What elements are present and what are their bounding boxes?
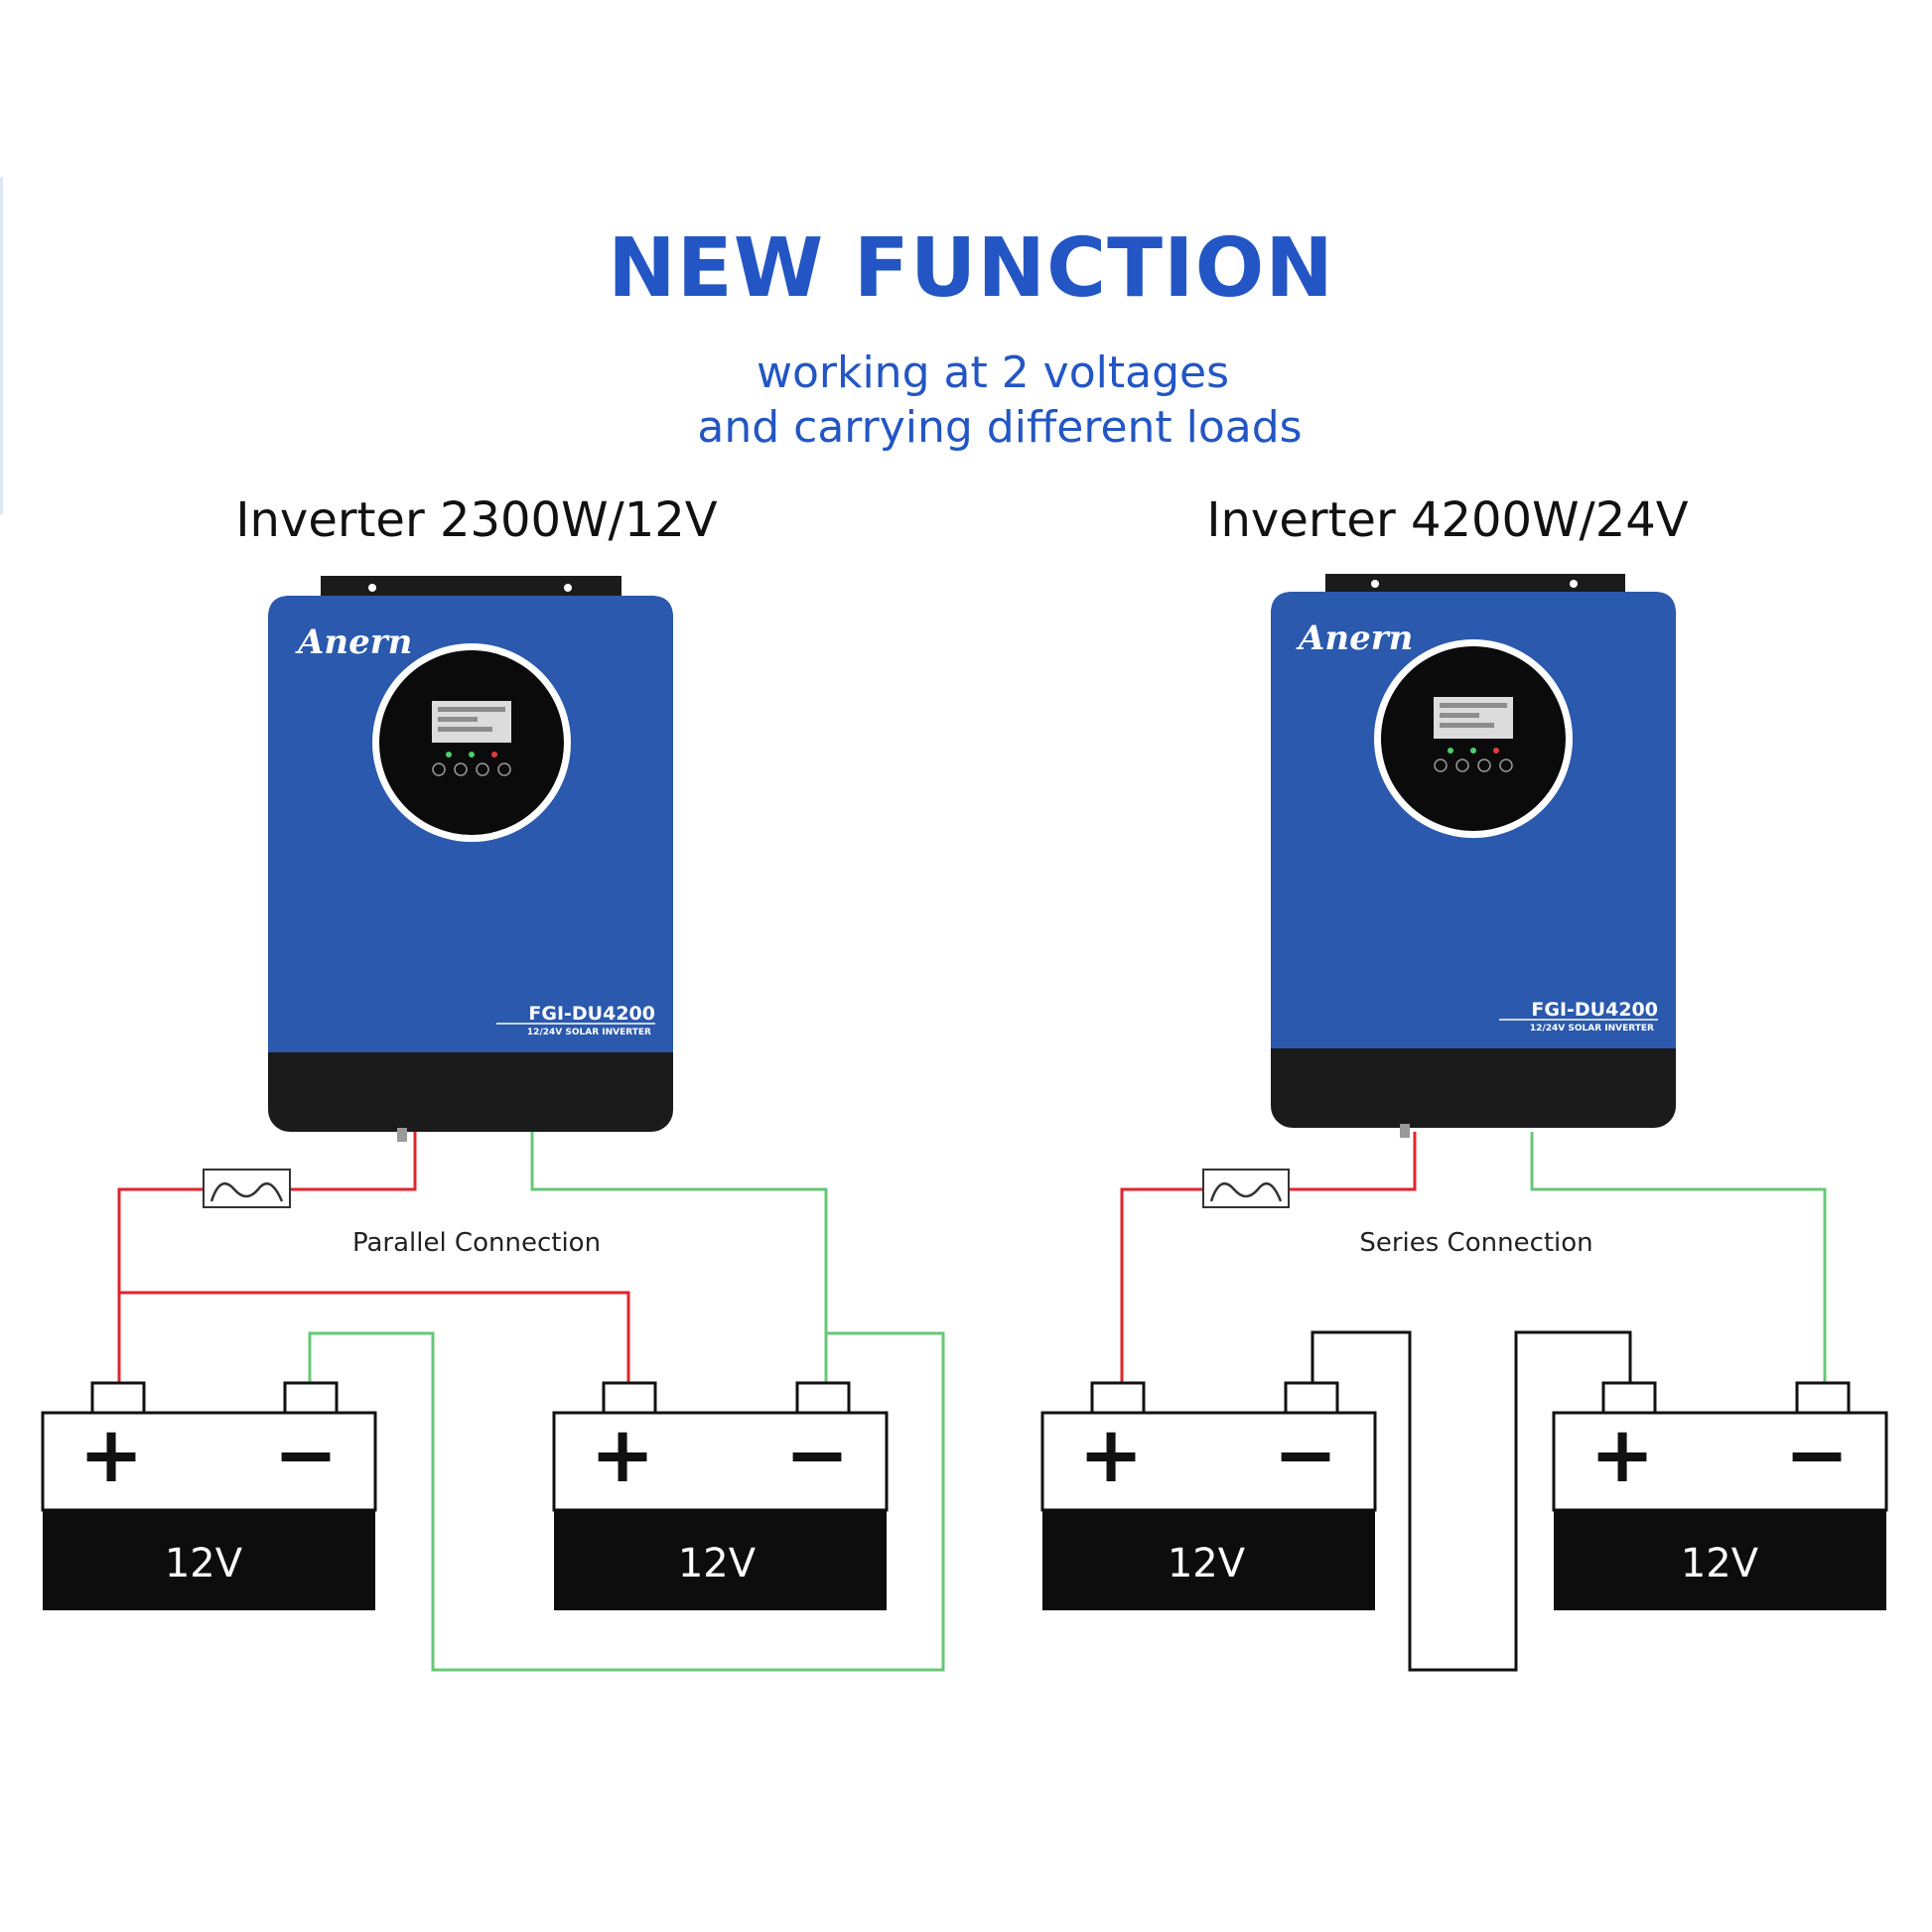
- mount-hole: [1371, 580, 1379, 588]
- main-title: NEW FUNCTION: [608, 221, 1334, 316]
- parallel-connection-label: Parallel Connection: [352, 1228, 601, 1258]
- terminal-connector: [397, 1128, 407, 1142]
- battery-voltage: 12V: [1681, 1541, 1759, 1587]
- mount-hole: [368, 584, 376, 592]
- control-button-icon[interactable]: [454, 762, 468, 776]
- battery-body: [1554, 1509, 1886, 1610]
- battery-top: [1552, 1411, 1888, 1512]
- plus-symbol: +: [590, 1411, 654, 1500]
- control-button-icon[interactable]: [1477, 759, 1491, 772]
- led-indicator: [1470, 748, 1476, 754]
- battery-r2: + − 12V: [1552, 1381, 1888, 1610]
- battery-top: [1040, 1411, 1377, 1512]
- plus-symbol: +: [1078, 1411, 1143, 1500]
- battery-top: [552, 1411, 889, 1512]
- led-indicator: [1493, 748, 1499, 754]
- positive-wire: [1289, 1132, 1417, 1191]
- series-link-wire: [1311, 1330, 1632, 1672]
- battery-negative-terminal: [795, 1381, 851, 1417]
- lcd-segment: [1440, 723, 1494, 728]
- model-name: FGI-DU4200: [1531, 999, 1658, 1021]
- fuse-icon: [1202, 1169, 1290, 1208]
- battery-negative-terminal: [1795, 1381, 1851, 1417]
- positive-wire: [1120, 1187, 1203, 1385]
- negative-wire: [308, 1331, 945, 1672]
- battery-r1: + − 12V: [1040, 1381, 1377, 1610]
- subtitle-line-1: working at 2 voltages: [757, 347, 1229, 398]
- lcd-segment: [438, 717, 478, 722]
- lcd-segment: [438, 707, 505, 712]
- control-button-icon[interactable]: [1434, 759, 1448, 772]
- positive-wire: [119, 1291, 630, 1385]
- led-indicator: [491, 752, 497, 758]
- negative-wire: [530, 1132, 828, 1385]
- minus-symbol: −: [1273, 1411, 1337, 1500]
- mounting-bracket: [1325, 574, 1625, 596]
- model-name: FGI-DU4200: [528, 1003, 655, 1025]
- positive-wire: [290, 1132, 417, 1191]
- control-button-icon[interactable]: [432, 762, 446, 776]
- inverter-2-heading: Inverter 4200W/24V: [1206, 492, 1688, 548]
- minus-symbol: −: [1784, 1411, 1849, 1500]
- fuse-icon: [203, 1169, 291, 1208]
- control-button-icon[interactable]: [1499, 759, 1513, 772]
- series-wiring: [1120, 1132, 1827, 1672]
- plus-symbol: +: [1589, 1411, 1654, 1500]
- battery-voltage: 12V: [1168, 1541, 1246, 1587]
- minus-symbol: −: [273, 1411, 338, 1500]
- lcd-segment: [438, 727, 492, 732]
- mount-hole: [1570, 580, 1578, 588]
- control-button-icon[interactable]: [1455, 759, 1469, 772]
- subtitle-line-2: and carrying different loads: [697, 402, 1302, 453]
- led-indicator: [469, 752, 475, 758]
- plus-symbol: +: [78, 1411, 143, 1500]
- negative-wire: [1530, 1132, 1827, 1385]
- model-subtitle: 12/24V SOLAR INVERTER: [1530, 1024, 1654, 1034]
- control-button-icon[interactable]: [476, 762, 489, 776]
- battery-body: [1042, 1509, 1375, 1610]
- battery-l1: + − 12V: [41, 1381, 377, 1610]
- lcd-segment: [1440, 703, 1507, 708]
- battery-voltage: 12V: [165, 1541, 243, 1587]
- edge-strip: [0, 177, 3, 514]
- led-indicator: [1448, 748, 1453, 754]
- control-button-icon[interactable]: [497, 762, 511, 776]
- model-subtitle: 12/24V SOLAR INVERTER: [527, 1028, 651, 1037]
- brand-logo: Anern: [295, 622, 412, 662]
- terminal-connector: [1400, 1124, 1410, 1138]
- minus-symbol: −: [784, 1411, 849, 1500]
- mounting-bracket: [321, 576, 621, 598]
- led-indicator: [446, 752, 452, 758]
- mount-hole: [564, 584, 572, 592]
- lcd-segment: [1440, 713, 1479, 718]
- positive-wire: [117, 1187, 204, 1385]
- battery-body: [43, 1509, 375, 1610]
- parallel-wiring: [117, 1132, 945, 1672]
- battery-body: [554, 1509, 887, 1610]
- inverter-2: Anern FGI-DU4200 12/24V SOLAR INVERTER: [1271, 574, 1676, 1138]
- series-connection-label: Series Connection: [1359, 1228, 1592, 1258]
- battery-l2: + − 12V: [552, 1381, 889, 1610]
- brand-logo: Anern: [1296, 619, 1413, 658]
- inverter-1: Anern FGI-DU4200 12/24V SOLAR INVERTER: [268, 576, 673, 1142]
- battery-voltage: 12V: [678, 1541, 757, 1587]
- inverter-1-heading: Inverter 2300W/12V: [235, 492, 717, 548]
